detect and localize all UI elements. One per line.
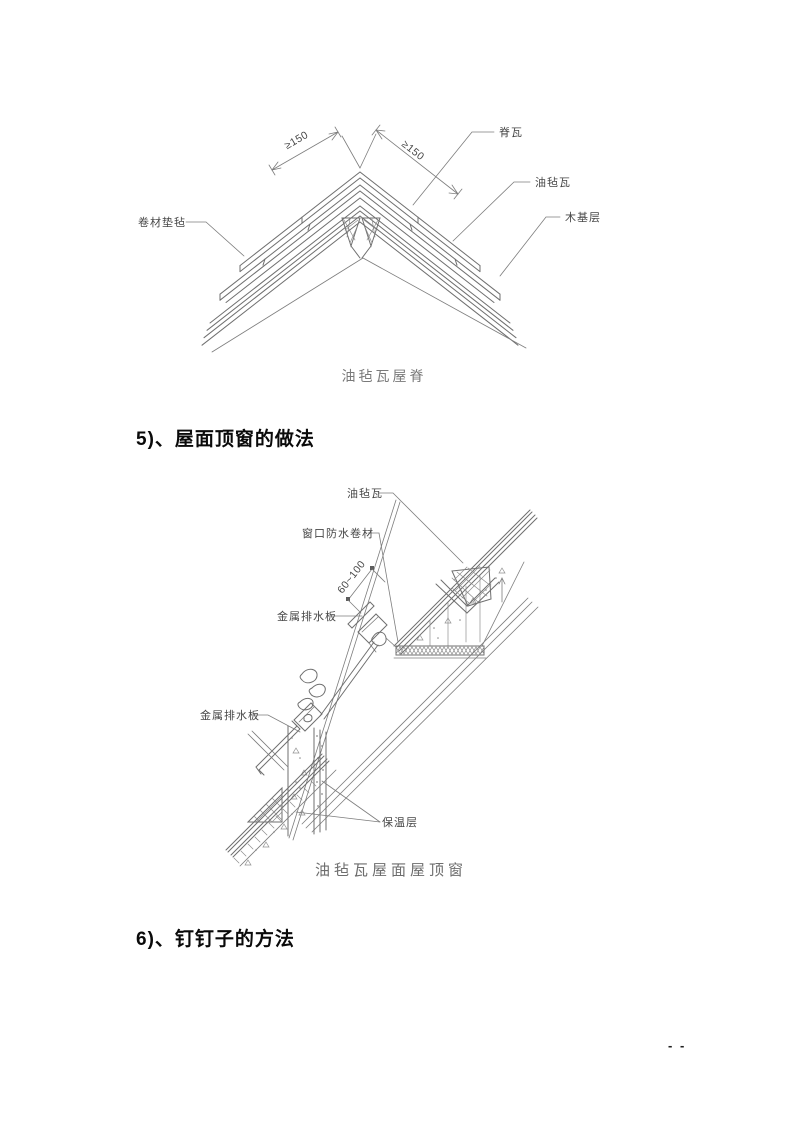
leader-ridge-tile: 脊瓦 <box>412 125 523 206</box>
window-glazing-plane <box>319 641 379 720</box>
valley-channel <box>435 577 500 614</box>
dim-left-label: ≥150 <box>283 129 311 152</box>
leader-window-waterproof: 窗口防水卷材 <box>302 526 399 643</box>
window-jamb-wood-pieces <box>297 668 326 711</box>
leader-felt-shingle: 油毡瓦 <box>452 175 571 242</box>
ridge-cap-layers <box>219 171 501 303</box>
roof-deck-layers <box>201 205 527 353</box>
ridge-wood-blocking <box>341 217 381 259</box>
figure1-caption: 油毡瓦屋脊 <box>341 368 427 384</box>
roof-deck-long-lines <box>301 597 539 833</box>
dimension-60-100: 60~100 <box>335 558 386 614</box>
wood-base-label: 木基层 <box>565 211 601 224</box>
metal-drain-upper-label: 金属排水板 <box>277 609 337 623</box>
window-sill-assembly <box>293 702 323 732</box>
window-waterproof-label: 窗口防水卷材 <box>302 526 374 540</box>
leader-roll-underlay: 卷材垫毡 <box>138 215 245 257</box>
roof-opening-edge <box>288 499 401 841</box>
metal-drain-lower-label: 金属排水板 <box>200 708 260 722</box>
leader-wood-base: 木基层 <box>499 211 601 277</box>
upper-wood-blocking-grid <box>451 565 492 607</box>
vent-arrow <box>498 567 506 603</box>
dim-right-label: ≥150 <box>399 138 426 163</box>
figure-skylight-diagram: 60~100 油毡瓦 窗口防水卷材 金属排水板 金属排水板 保温层 <box>200 486 539 867</box>
wall-base-flashing <box>247 730 289 771</box>
window-head-assembly <box>347 601 397 653</box>
leader-metal-drain-lower: 金属排水板 <box>200 708 301 733</box>
dim-60-100-label: 60~100 <box>335 558 368 596</box>
section6-heading: 6)、钉钉子的方法 <box>136 929 295 950</box>
insulation-label: 保温层 <box>382 815 418 829</box>
roll-underlay-label: 卷材垫毡 <box>138 215 186 229</box>
felt-shingle-label: 油毡瓦 <box>347 486 383 500</box>
leader-insulation: 保温层 <box>295 780 418 829</box>
leader-metal-drain-upper: 金属排水板 <box>277 609 363 623</box>
ridge-tile-label: 脊瓦 <box>499 125 523 139</box>
window-head-beam <box>393 645 487 659</box>
figure2-caption: 油毡瓦屋面屋顶窗 <box>314 862 467 879</box>
upper-roof-layers <box>393 509 538 655</box>
dimension-left: ≥150 <box>268 126 361 176</box>
section5-heading: 5)、屋面顶窗的做法 <box>136 429 315 450</box>
figure-ridge-diagram: ≥150 ≥150 卷材垫毡 脊瓦 油毡瓦 木基层 <box>138 124 601 353</box>
felt-shingle-label: 油毡瓦 <box>535 175 571 189</box>
dimension-right: ≥150 <box>359 124 463 200</box>
leader-felt-shingle: 油毡瓦 <box>347 486 464 564</box>
metal-drain-plate-lower-profile <box>255 720 301 776</box>
page-number: - - <box>668 1038 687 1053</box>
lower-wood-blocking-grid <box>246 786 283 823</box>
lower-roof-layers <box>225 753 337 867</box>
